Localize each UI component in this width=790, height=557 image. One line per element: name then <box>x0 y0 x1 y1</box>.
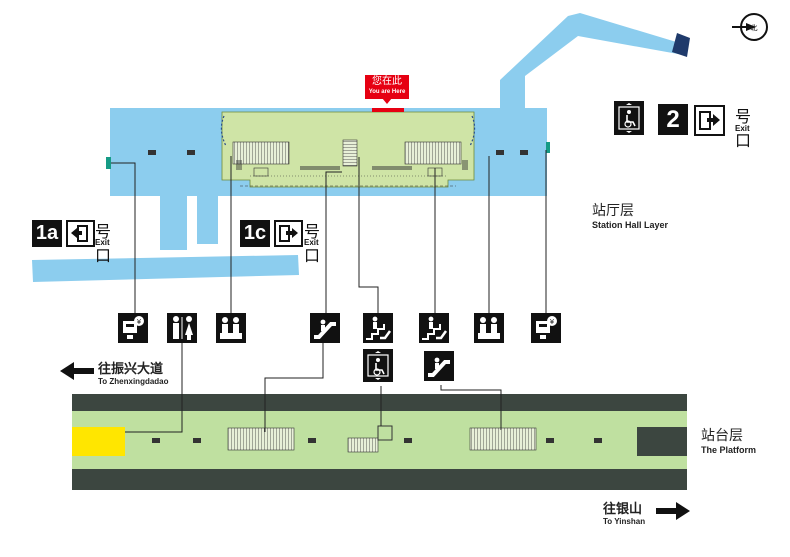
stairs-escalator-icon <box>419 313 449 343</box>
hall-pillars <box>148 150 528 155</box>
exit-marker-east <box>546 142 550 153</box>
svg-text:北: 北 <box>751 24 758 32</box>
service-center-icon <box>474 313 504 343</box>
arrow-right-icon <box>656 502 690 520</box>
you-are-here-cn: 您在此 <box>372 76 402 87</box>
direction-west-en: To Zhenxingdadao <box>98 377 169 386</box>
direction-east: 往银山 To Yinshan <box>603 498 645 526</box>
connector-lines <box>111 150 547 433</box>
exit-code: 1a <box>32 220 62 247</box>
entrance-door-icon <box>66 220 95 247</box>
exit-2-marker <box>672 33 690 57</box>
exit-cn: 号口 <box>735 107 752 150</box>
ticket-machine-icon: ¥ <box>118 313 148 343</box>
platform-layer-en: The Platform <box>701 445 757 455</box>
exit-door-icon <box>694 105 725 136</box>
exit-1a-passage-stem <box>160 196 187 250</box>
you-are-here-label: 您在此 You are Here <box>365 75 409 99</box>
accessible-elevator-icon <box>614 101 644 135</box>
stairs-escalator-icon <box>363 313 393 343</box>
svg-text:¥: ¥ <box>137 318 142 326</box>
exit-2-passage <box>500 13 690 108</box>
direction-west: 往振兴大道 To Zhenxingdadao <box>98 358 169 386</box>
exit-code: 2 <box>658 104 688 135</box>
hall-layer-cn: 站厅层 <box>592 203 634 219</box>
exit-cn: 号口 <box>304 222 321 265</box>
escalator-icon <box>424 351 454 381</box>
exit-en: Exit <box>304 238 319 247</box>
platform-layer-label: 站台层 The Platform <box>701 425 756 455</box>
exit-en: Exit <box>735 124 750 133</box>
exit-1c-passage <box>197 196 218 244</box>
arrow-left-icon <box>60 362 94 380</box>
svg-text:¥: ¥ <box>550 318 555 326</box>
direction-east-en: To Yinshan <box>603 517 646 526</box>
hall-layer-label: 站厅层 Station Hall Layer <box>592 200 668 230</box>
platform-highlight <box>72 427 125 456</box>
you-are-here-en: You are Here <box>368 89 406 95</box>
exit-1a-passage <box>32 255 299 282</box>
hall-layer-en: Station Hall Layer <box>592 220 669 230</box>
direction-east-cn: 往银山 <box>603 502 643 517</box>
platform-area <box>72 394 687 490</box>
direction-west-cn: 往振兴大道 <box>98 362 164 377</box>
service-center-icon <box>216 313 246 343</box>
exit-code: 1c <box>240 220 270 247</box>
toilet-icon <box>167 313 197 343</box>
accessible-elevator-icon <box>363 349 393 382</box>
ticket-machine-icon: ¥ <box>531 313 561 343</box>
compass-icon: 北 <box>732 13 768 41</box>
exit-cn: 号口 <box>95 222 112 265</box>
exit-door-icon <box>274 220 303 247</box>
platform-layer-cn: 站台层 <box>701 428 743 444</box>
you-are-here-pointer <box>382 98 392 104</box>
current-location-marker <box>372 108 404 112</box>
escalator-icon <box>310 313 340 343</box>
exit-marker-west <box>106 157 111 169</box>
paid-concourse <box>220 111 476 188</box>
exit-en: Exit <box>95 238 110 247</box>
